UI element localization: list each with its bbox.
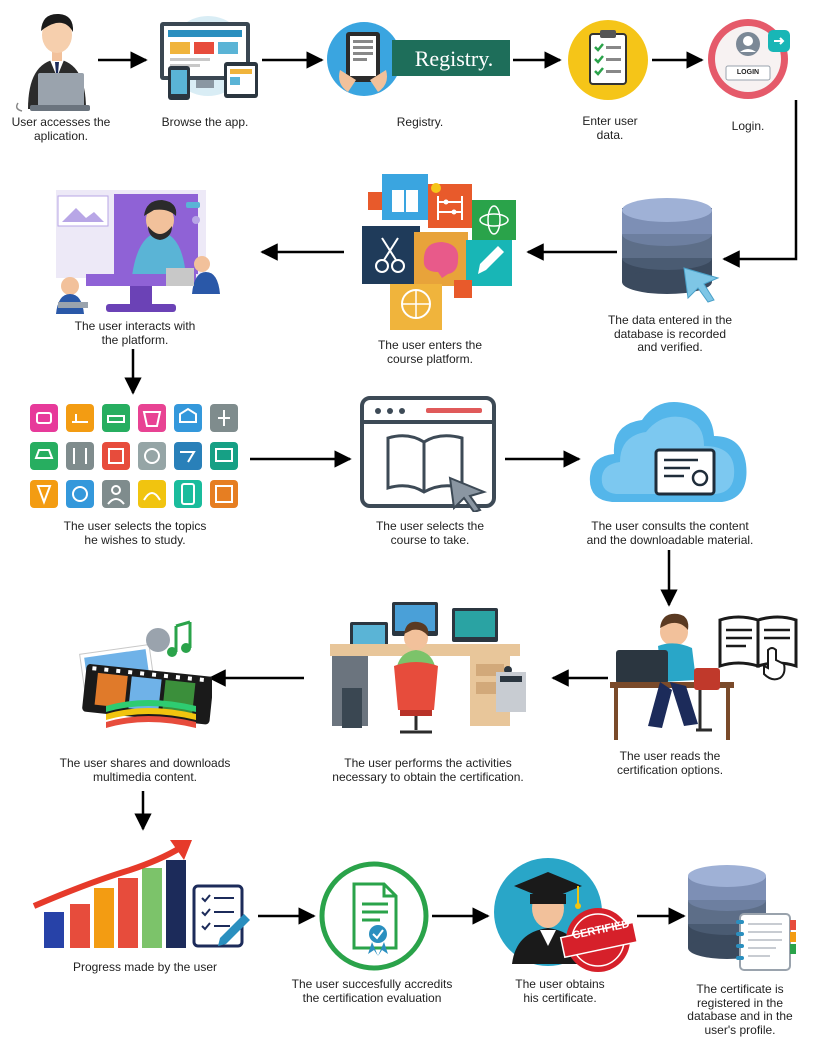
registry-badge-text: Registry. (414, 46, 494, 71)
step-label: Registry. (396, 115, 444, 129)
registry-tablet-icon (327, 22, 510, 96)
reader-at-desk-icon (610, 613, 798, 740)
step-label: The user shares and downloads multimedia… (59, 756, 231, 784)
step-label: The user performs the activities necessa… (332, 756, 524, 784)
step-label: The user succesfully accredits the certi… (291, 977, 453, 1005)
step-label: The certificate is registered in the dat… (687, 982, 793, 1037)
topic-grid-icon (30, 404, 238, 508)
step-label: Login. (731, 119, 765, 133)
multimedia-icon (79, 620, 212, 728)
clipboard-checklist-icon (568, 20, 648, 100)
progress-chart-icon (32, 840, 250, 948)
step-label: The user selects the topics he wishes to… (63, 519, 207, 547)
step-label: The user interacts with the platform. (74, 319, 196, 347)
cloud-certificate-icon (589, 402, 747, 502)
step-label: The user reads the certification options… (616, 749, 724, 777)
step-label: Enter user data. (582, 114, 638, 142)
user-at-laptop-icon (15, 13, 90, 112)
step-label: The user selects the course to take. (375, 519, 485, 547)
database-cursor-icon (622, 198, 720, 303)
step-label: Browse the app. (161, 115, 249, 129)
database-notebook-icon (688, 865, 796, 971)
login-screen-icon (708, 19, 790, 99)
course-window-icon (360, 396, 496, 512)
step-label: The user obtains his certificate. (515, 977, 605, 1005)
arrow-login-to-db (722, 100, 798, 268)
course-tiles-icon (362, 174, 516, 330)
certificate-document-icon (319, 861, 429, 971)
workstation-icon (330, 602, 526, 734)
step-label: The user consults the content and the do… (586, 519, 754, 547)
step-label: The data entered in the database is reco… (607, 313, 733, 354)
devices-icon (160, 16, 258, 100)
login-button-text: LOGIN (736, 69, 760, 76)
step-label: The user enters the course platform. (377, 338, 483, 366)
platform-interaction-icon (56, 190, 220, 314)
graduate-certified-icon (494, 858, 638, 972)
step-label: User accesses the aplication. (11, 115, 111, 143)
step-label: Progress made by the user (72, 960, 218, 974)
